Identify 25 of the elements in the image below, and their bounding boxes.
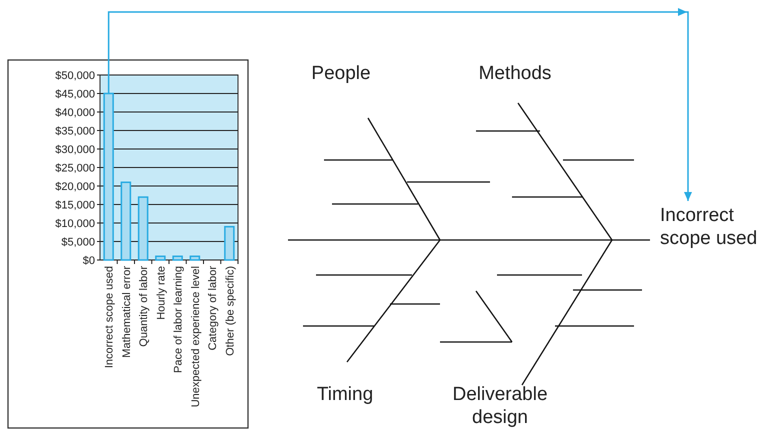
- axis-tick-label: $20,000: [55, 181, 95, 193]
- category-label: People: [310, 62, 372, 85]
- axis-tick-label: $15,000: [55, 200, 95, 212]
- category-label: Timing: [316, 383, 374, 406]
- axis-tick-label: $40,000: [55, 107, 95, 119]
- axis-tick-label: $45,000: [55, 88, 95, 100]
- axis-tick-label: $0: [82, 255, 95, 267]
- bar: [103, 92, 114, 261]
- category-label: Unexpected experience level: [190, 266, 202, 408]
- effect-label: Incorrect scope used: [660, 204, 774, 250]
- category-label: Quantity of labor: [138, 266, 150, 347]
- axis-tick-label: $10,000: [55, 218, 95, 230]
- axis-tick-label: $25,000: [55, 162, 95, 174]
- category-label: Other (be specific): [224, 266, 236, 356]
- category-label: Methods: [478, 62, 552, 85]
- category-label: Category of labor: [207, 266, 220, 350]
- category-label: Mathematical error: [120, 266, 133, 358]
- axis-tick-label: $50,000: [55, 70, 95, 82]
- axis-tick-label: $30,000: [55, 144, 95, 156]
- category-label: Incorrect scope used: [104, 266, 116, 368]
- category-label: Pace of labor learning: [172, 266, 185, 374]
- axis-tick-label: $35,000: [55, 126, 95, 138]
- category-label: Deliverable design: [451, 383, 549, 429]
- category-label: Hourly rate: [155, 266, 168, 320]
- axis-tick-label: $5,000: [61, 236, 95, 248]
